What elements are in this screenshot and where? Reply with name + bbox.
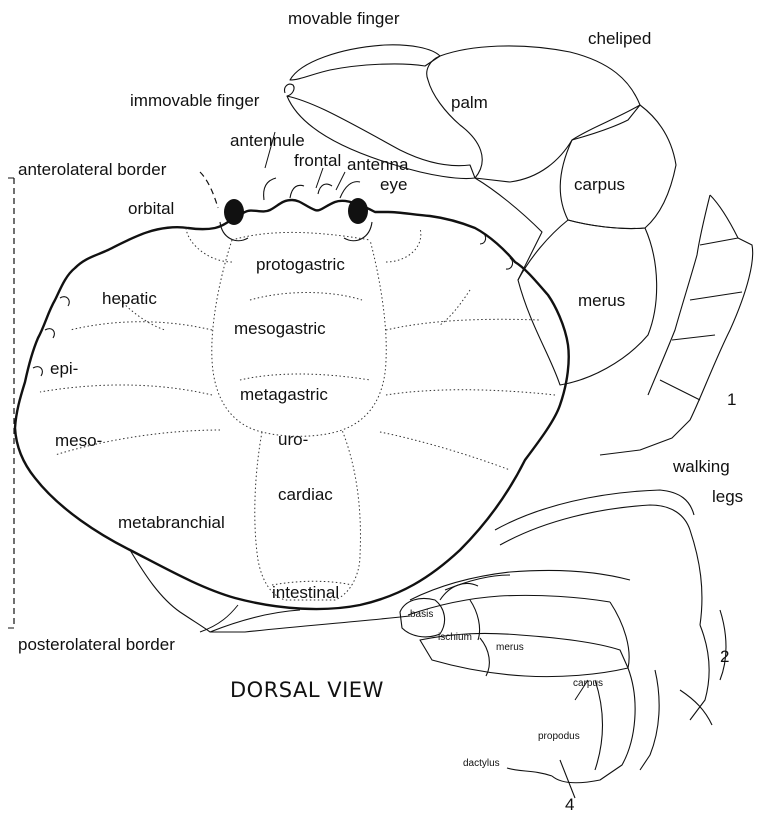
label-mesogastric: mesogastric: [234, 319, 326, 338]
label-dactylus: dactylus: [463, 758, 500, 769]
label-intestinal: intestinal: [272, 583, 339, 602]
left-eye-icon: [224, 199, 244, 225]
movable-finger-shape: [290, 45, 440, 80]
finger-hook: [285, 84, 294, 96]
right-eye-icon: [348, 198, 368, 224]
label-antenna: antenna: [347, 155, 409, 174]
label-walking: walking: [672, 457, 730, 476]
carpus-shape: [560, 105, 676, 229]
label-epi: epi-: [50, 359, 78, 378]
label-palm: palm: [451, 93, 488, 112]
label-uro: uro-: [278, 430, 308, 449]
label-leg-2: 2: [720, 647, 729, 666]
posterolateral-margin: [130, 550, 410, 632]
walking-leg-1-drawing: [600, 195, 753, 455]
cardiac-region-outline: [255, 430, 361, 600]
label-basis: basis: [410, 609, 433, 620]
label-cardiac: cardiac: [278, 485, 333, 504]
label-metabranchial: metabranchial: [118, 513, 225, 532]
label-merus: merus: [578, 291, 625, 310]
carapace-drawing: [15, 178, 569, 632]
label-metagastric: metagastric: [240, 385, 328, 404]
label-leg-4: 4: [565, 795, 574, 814]
label-frontal: frontal: [294, 151, 341, 170]
label-antennule: antennule: [230, 131, 305, 150]
label-ischium: ischium: [438, 632, 472, 643]
label-legs: legs: [712, 487, 743, 506]
label-leg-1: 1: [727, 390, 736, 409]
label-anterolateral-border: anterolateral border: [18, 160, 167, 179]
label-leg-carpus: carpus: [573, 678, 603, 689]
label-eye: eye: [380, 175, 407, 194]
label-immovable-finger: immovable finger: [130, 91, 260, 110]
label-cheliped: cheliped: [588, 29, 651, 48]
palm-shape: [427, 46, 640, 182]
label-hepatic: hepatic: [102, 289, 157, 308]
label-carpus: carpus: [574, 175, 625, 194]
walking-legs-lower-drawing: [400, 490, 726, 798]
label-movable-finger: movable finger: [288, 9, 400, 28]
label-posterolateral-border: posterolateral border: [18, 635, 175, 654]
cheliped-joint-line: [475, 178, 542, 280]
label-propodus: propodus: [538, 731, 580, 742]
label-meso: meso-: [55, 431, 102, 450]
label-protogastric: protogastric: [256, 255, 345, 274]
label-leg-merus: merus: [496, 642, 524, 653]
label-dorsal-view: DORSAL VIEW: [230, 678, 384, 702]
label-orbital: orbital: [128, 199, 174, 218]
